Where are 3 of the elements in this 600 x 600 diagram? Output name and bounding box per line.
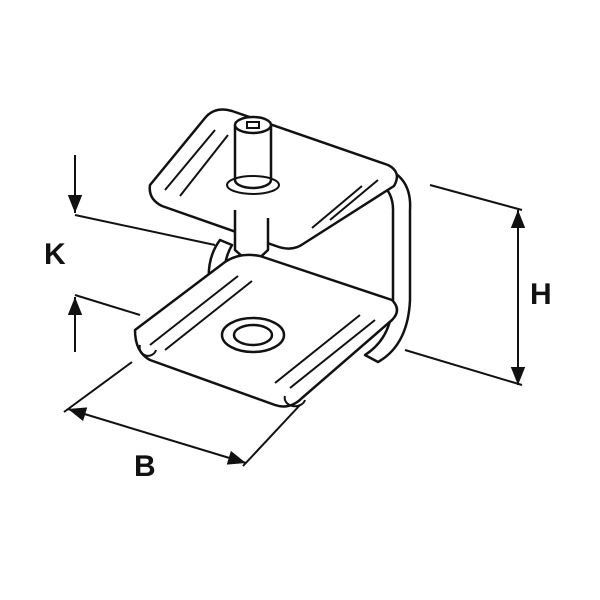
dimension-label: K — [44, 240, 66, 270]
dimension-label: H — [530, 280, 552, 310]
dimension-label: B — [134, 452, 156, 482]
